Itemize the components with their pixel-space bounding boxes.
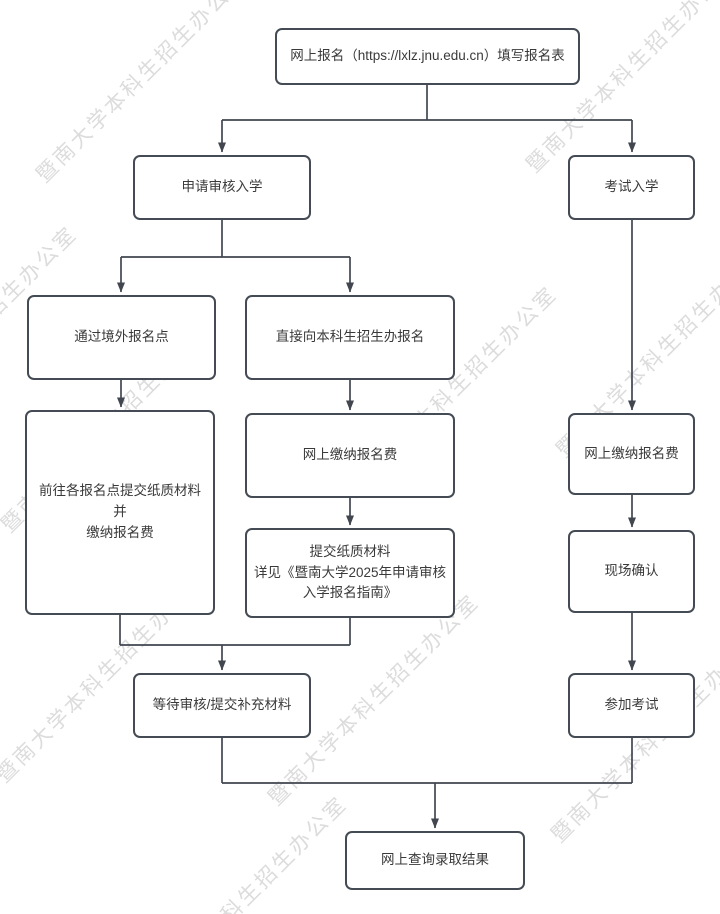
edge-merge-to-wait bbox=[119, 615, 351, 671]
node-submit-paper-materials: 提交纸质材料 详见《暨南大学2025年申请审核 入学报名指南》 bbox=[245, 528, 455, 618]
node-apply-review-admission: 申请审核入学 bbox=[133, 155, 311, 220]
node-pay-fee-online-middle: 网上缴纳报名费 bbox=[245, 413, 455, 498]
node-wait-review-supplement: 等待审核/提交补充材料 bbox=[133, 673, 311, 738]
node-exam-admission: 考试入学 bbox=[568, 155, 695, 220]
node-submit-materials-at-points: 前往各报名点提交纸质材料并 缴纳报名费 bbox=[25, 410, 215, 615]
node-online-registration: 网上报名（https://lxlz.jnu.edu.cn）填写报名表 bbox=[275, 28, 580, 85]
node-take-exam: 参加考试 bbox=[568, 673, 695, 738]
edge-merge-to-result bbox=[221, 738, 633, 829]
node-pay-fee-online-right: 网上缴纳报名费 bbox=[568, 413, 695, 495]
edge-review-to-branches bbox=[117, 220, 354, 293]
edge-start-to-branches bbox=[218, 85, 636, 153]
node-onsite-confirmation: 现场确认 bbox=[568, 530, 695, 613]
node-direct-admissions-office: 直接向本科生招生办报名 bbox=[245, 295, 455, 380]
node-overseas-registration-point: 通过境外报名点 bbox=[27, 295, 216, 380]
node-check-admission-results: 网上查询录取结果 bbox=[345, 831, 525, 890]
